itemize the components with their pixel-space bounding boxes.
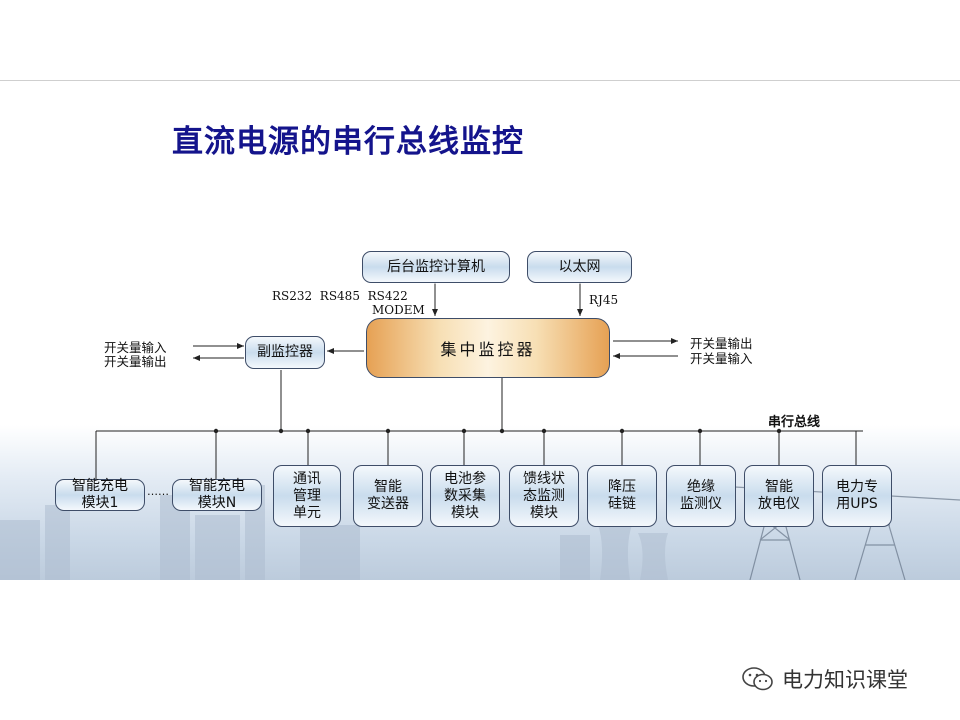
ethernet-label: 以太网: [558, 258, 601, 275]
modules-ellipsis: ……: [147, 485, 169, 498]
protocols-label: RS232 RS485 RS422: [272, 289, 408, 303]
comm-management-unit-box: 通讯管理单元: [273, 465, 341, 527]
module-line: 馈线状: [523, 470, 565, 487]
step-down-silicon-chain-box: 降压硅链: [587, 465, 657, 527]
left-switch-input-label: 开关量输入: [104, 340, 167, 355]
left-switch-output-label: 开关量输出: [104, 354, 167, 369]
module-line: 智能充电: [189, 478, 245, 494]
smart-transmitter-box: 智能变送器: [353, 465, 423, 527]
wechat-icon: [742, 667, 773, 691]
sub-monitor-box: 副监控器: [245, 336, 325, 369]
backend-computer-box: 后台监控计算机: [362, 251, 510, 283]
module-line: 放电仪: [758, 496, 800, 512]
watermark-text: 电力知识课堂: [782, 668, 908, 692]
module-line: 变送器: [367, 496, 409, 512]
header-divider: [0, 80, 960, 81]
module-line: 硅链: [608, 496, 636, 512]
module-line: 模块N: [197, 495, 237, 511]
serial-bus-label: 串行总线: [768, 415, 821, 430]
rj45-label: RJ45: [589, 293, 619, 307]
module-line: 降压: [608, 479, 636, 495]
module-line: 智能充电: [72, 478, 128, 494]
module-line: 单元: [293, 504, 321, 521]
module-line: 模块: [530, 504, 558, 521]
module-line: 电池参: [444, 470, 486, 487]
insulation-monitor-box: 绝缘监测仪: [666, 465, 736, 527]
module-line: 管理: [293, 487, 321, 504]
module-line: 通讯: [293, 470, 321, 487]
ethernet-box: 以太网: [527, 251, 632, 283]
right-switch-input-label: 开关量输入: [690, 351, 753, 366]
skyline-illustration: [0, 482, 960, 580]
module-line: 模块: [451, 504, 479, 521]
feeder-status-module-box: 馈线状态监测模块: [509, 465, 579, 527]
backend-computer-label: 后台监控计算机: [387, 258, 485, 275]
right-switch-output-label: 开关量输出: [690, 336, 753, 351]
power-ups-box: 电力专用UPS: [822, 465, 892, 527]
module-line: 数采集: [444, 487, 486, 504]
module-line: 电力专: [836, 479, 878, 495]
slide-title: 直流电源的串行总线监控: [172, 124, 524, 160]
battery-acquisition-module-box: 电池参数采集模块: [430, 465, 500, 527]
watermark: 电力知识课堂: [740, 664, 908, 694]
module-line: 用UPS: [836, 496, 878, 512]
charger-module-1-box: 智能充电模块1: [55, 478, 145, 511]
module-line: 监测仪: [680, 496, 722, 512]
module-line: 态监测: [523, 487, 565, 504]
smart-discharger-box: 智能放电仪: [744, 465, 814, 527]
module-line: 智能: [765, 479, 793, 495]
modem-label: MODEM: [372, 303, 425, 317]
module-line: 模块1: [81, 495, 119, 511]
charger-module-n-box: 智能充电模块N: [172, 478, 262, 511]
sub-monitor-label: 副监控器: [257, 344, 313, 360]
module-line: 智能: [374, 479, 402, 495]
module-line: 绝缘: [687, 479, 715, 495]
central-monitor-label: 集中监控器: [440, 340, 536, 359]
central-monitor-box: 集中监控器: [366, 318, 610, 378]
